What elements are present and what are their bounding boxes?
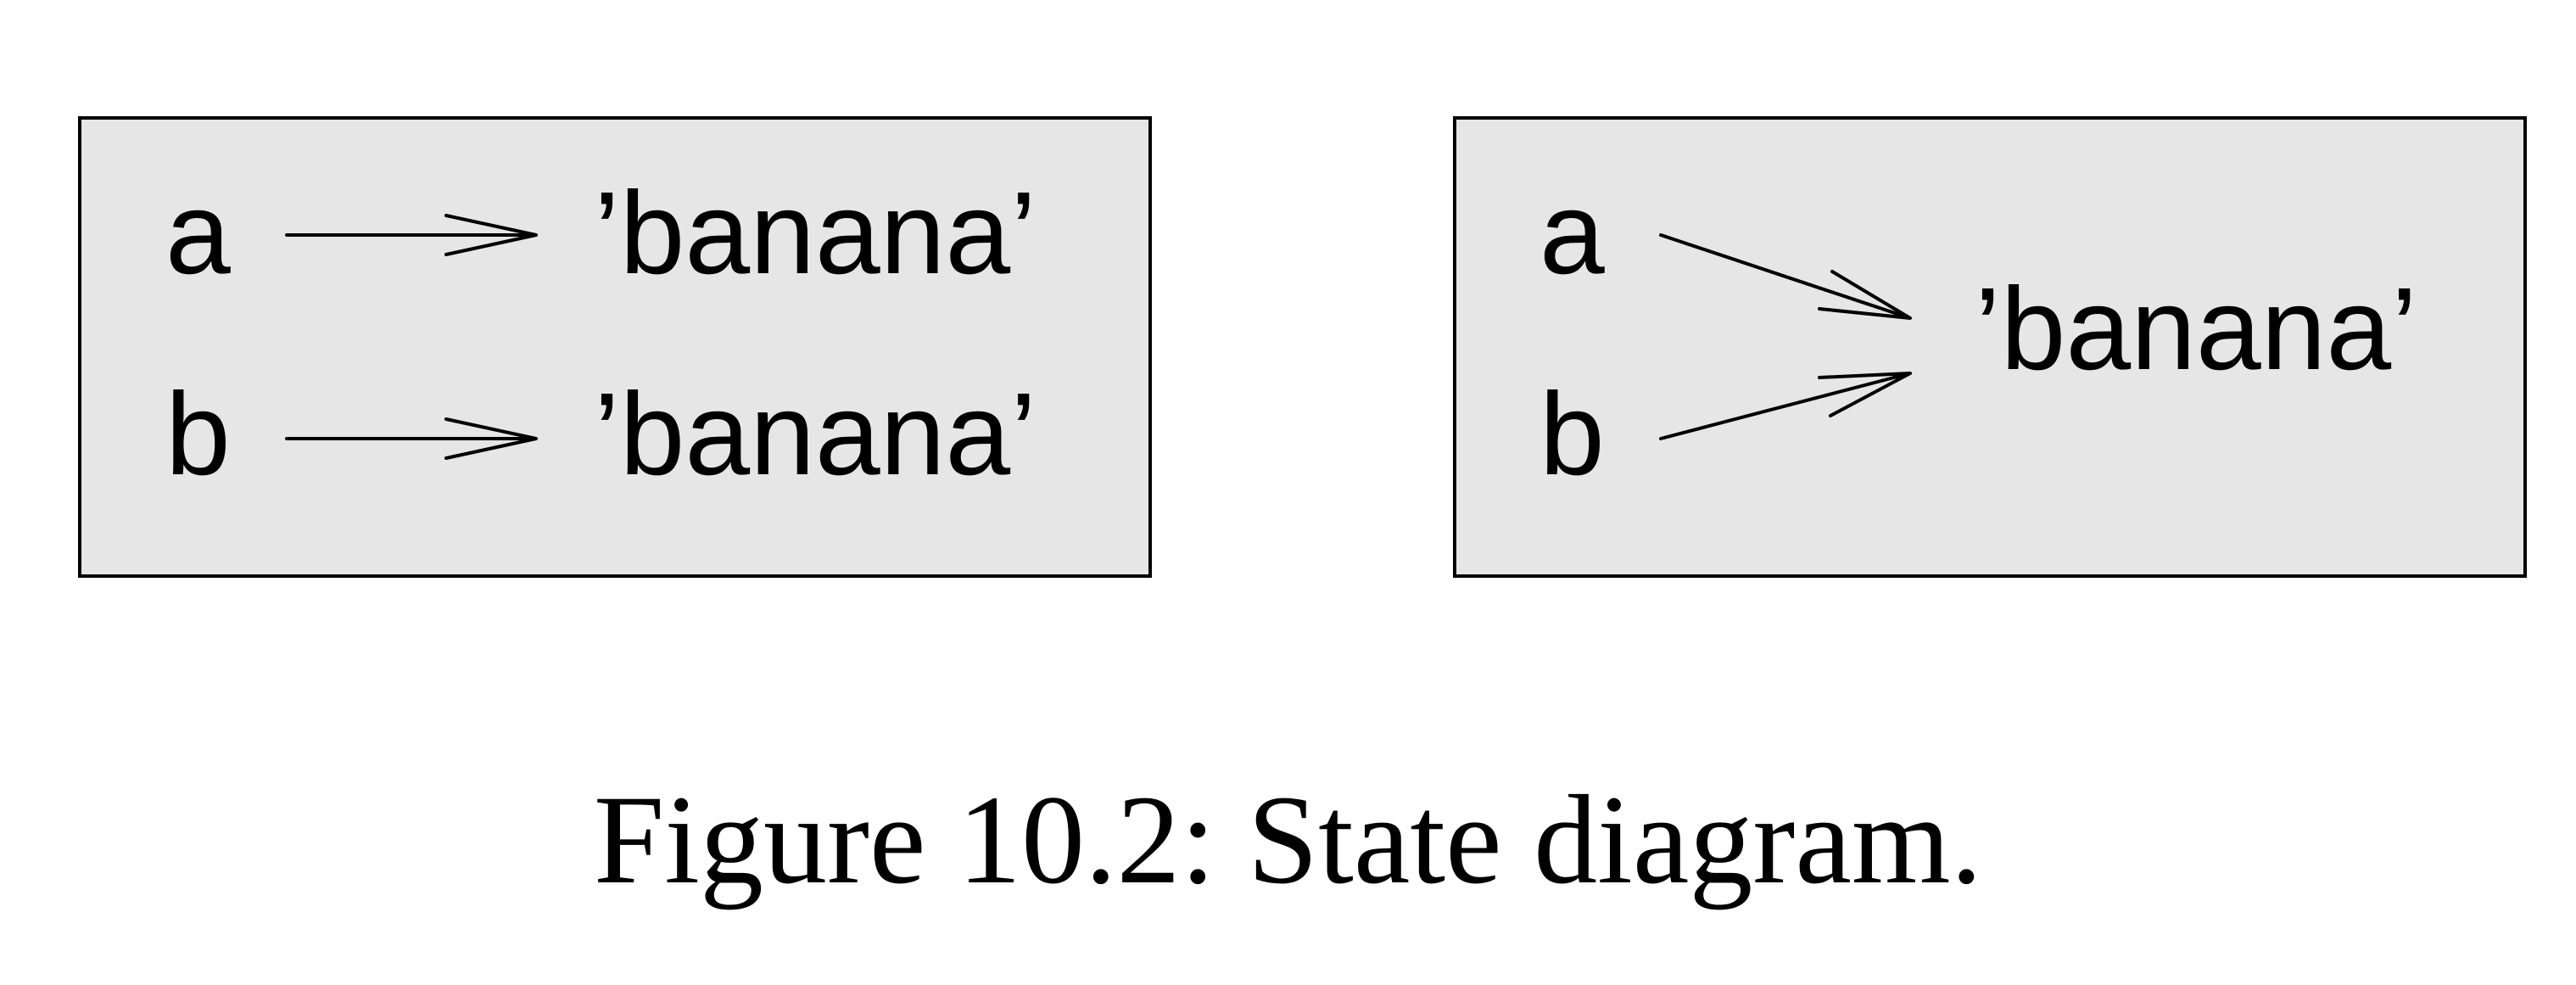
left-arrow-b <box>285 417 538 460</box>
figure-caption: Figure 10.2: State diagram. <box>593 770 1983 910</box>
right-arrow-b <box>1659 372 1912 440</box>
left-variable-b: b <box>165 369 231 500</box>
right-panel: a b ’banana’ <box>1453 116 2527 578</box>
right-arrow-a <box>1659 233 1912 320</box>
left-value-b: ’banana’ <box>594 369 1037 500</box>
right-variable-a: a <box>1539 168 1605 299</box>
left-frame <box>78 116 1152 578</box>
left-value-a: ’banana’ <box>594 168 1037 299</box>
left-variable-a: a <box>165 168 231 299</box>
right-frame <box>1453 116 2527 578</box>
left-arrow-a <box>285 214 538 256</box>
right-variable-b: b <box>1539 369 1605 500</box>
left-panel: a ’banana’ b ’banana’ <box>78 116 1152 578</box>
right-shared-value: ’banana’ <box>1975 264 2417 395</box>
